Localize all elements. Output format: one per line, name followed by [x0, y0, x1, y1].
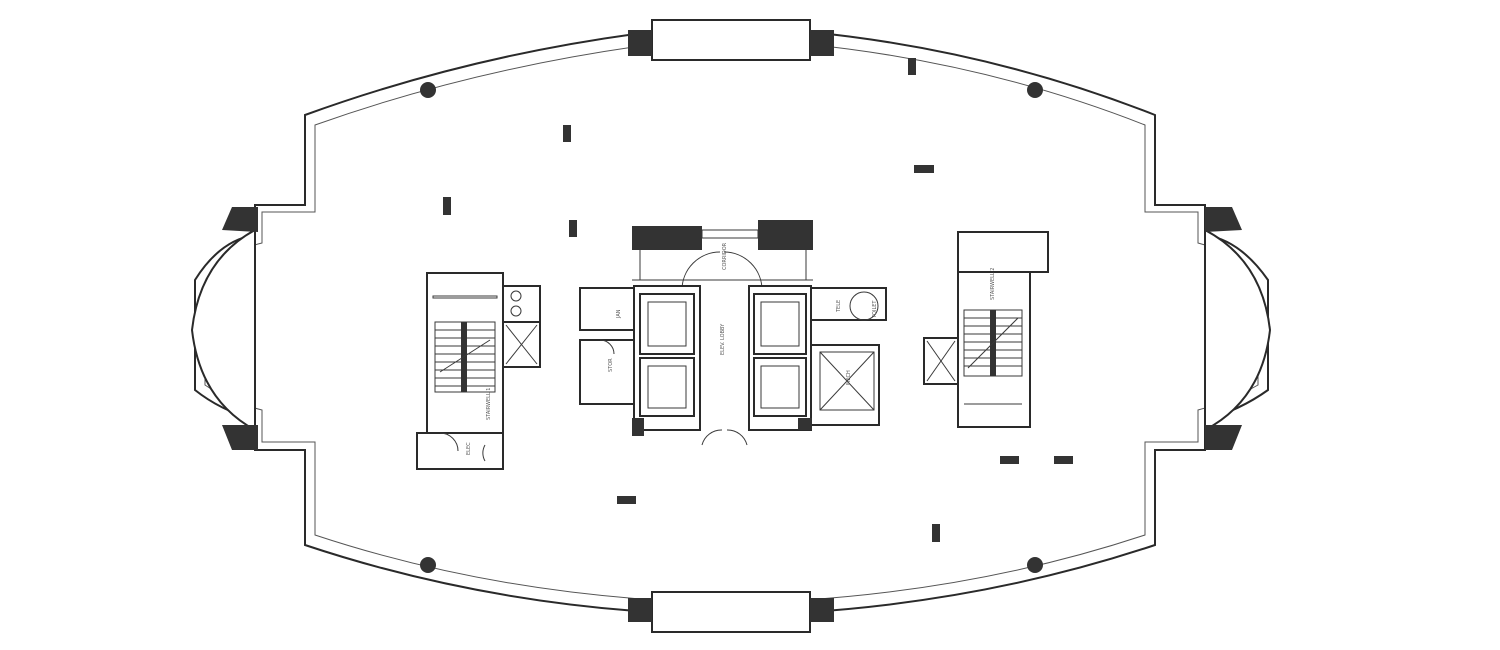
column-round [420, 557, 436, 573]
column-square [1054, 456, 1073, 464]
column-square [932, 524, 940, 542]
bay-window-right [1204, 228, 1272, 432]
room-label-storage: STOR [608, 358, 614, 372]
pier-top-right [810, 30, 834, 56]
column-round [420, 82, 436, 98]
pier-left-top [222, 207, 258, 232]
building-perimeter [194, 31, 1269, 613]
stair-core-left: STAIRWELL 1 ELEC [416, 272, 541, 470]
column-square [569, 220, 577, 237]
pier-right-bottom [1205, 425, 1242, 450]
column-square [908, 58, 916, 75]
room-label-corridor: CORRIDOR [722, 242, 728, 270]
bay-window-top [651, 19, 811, 61]
pier-bottom-left [628, 598, 652, 622]
room-label-toilet: TOILET [872, 300, 878, 319]
room-label-elec-1: ELEC [466, 442, 472, 455]
room-label-stair-1: STAIRWELL 1 [486, 388, 492, 420]
pier-bottom-right [810, 598, 834, 622]
pier-right-top [1205, 207, 1242, 232]
central-core: CORRIDOR ELEV. LOBBY JAN STOR TELE TOILE… [579, 220, 887, 446]
room-label-tele: TELE [836, 300, 842, 313]
room-label-janitor: JAN [616, 309, 622, 319]
stair-core-right: STAIRWELL 2 [923, 231, 1049, 428]
bay-window-left [190, 228, 256, 432]
column-square [617, 496, 636, 504]
column-square [914, 165, 934, 173]
column-round [1027, 557, 1043, 573]
bay-window-bottom [651, 591, 811, 633]
room-label-mech: MECH [846, 370, 852, 385]
column-square [1000, 456, 1019, 464]
pier-top-left [628, 30, 652, 56]
column-square [563, 125, 571, 142]
column-round [1027, 82, 1043, 98]
column-square [443, 197, 451, 215]
pier-left-bottom [222, 425, 258, 450]
room-label-elev-lobby: ELEV. LOBBY [720, 323, 726, 355]
room-label-stair-2: STAIRWELL 2 [990, 268, 996, 300]
